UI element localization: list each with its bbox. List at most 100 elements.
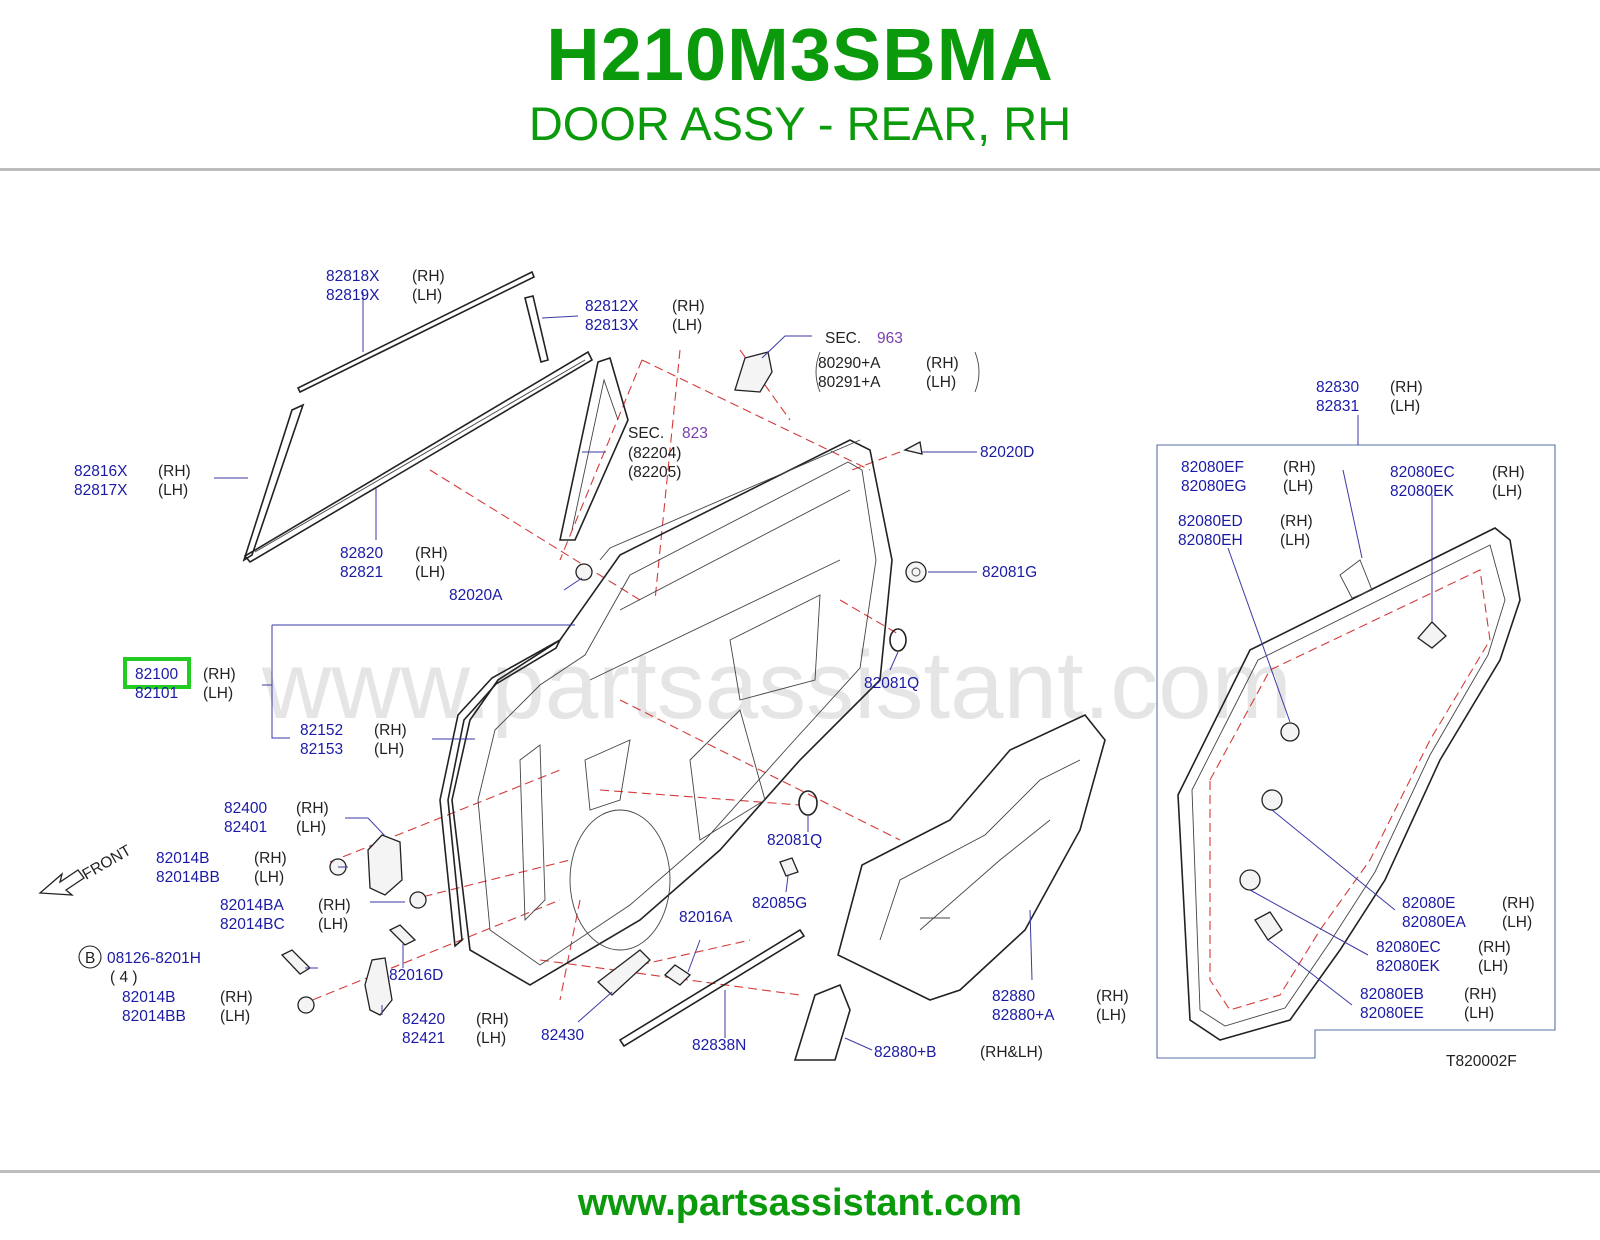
svg-text:82014B: 82014B <box>156 850 209 867</box>
svg-text:B: B <box>85 950 95 967</box>
label-82020a[interactable]: 82020A <box>449 587 503 604</box>
clip-82020d <box>903 441 923 455</box>
label-82016d[interactable]: 82016D <box>389 967 443 984</box>
svg-text:82080EE: 82080EE <box>1360 1005 1424 1022</box>
svg-text:82080EA: 82080EA <box>1402 914 1466 931</box>
door-edge-seal <box>439 638 562 948</box>
svg-text:FRONT: FRONT <box>80 842 135 884</box>
svg-text:82420: 82420 <box>402 1011 445 1028</box>
label-82081q-upper[interactable]: 82081Q <box>864 675 919 692</box>
bolt-08126 <box>280 949 312 975</box>
callout-82014b-lower[interactable]: 82014B(RH) 82014BB(LH) <box>122 989 253 1025</box>
svg-text:(RH): (RH) <box>318 897 351 914</box>
callout-82014b-upper[interactable]: 82014B(RH) 82014BB(LH) <box>156 850 287 886</box>
svg-text:(LH): (LH) <box>203 685 233 702</box>
callout-82818x[interactable]: 82818X(RH) 82819X(LH) <box>326 268 445 304</box>
svg-text:82014BA: 82014BA <box>220 897 284 914</box>
label-82880b[interactable]: 82880+B <box>874 1044 937 1061</box>
svg-text:(RH): (RH) <box>415 545 448 562</box>
highlight-box <box>123 657 191 689</box>
label-82020d[interactable]: 82020D <box>980 444 1034 461</box>
label-82081g[interactable]: 82081G <box>982 564 1037 581</box>
callout-82080ec-upper[interactable]: 82080EC(RH) 82080EK(LH) <box>1390 464 1525 500</box>
svg-text:(RH): (RH) <box>926 355 959 372</box>
leader-lines <box>214 292 1433 1051</box>
svg-text:82014BB: 82014BB <box>122 1008 186 1025</box>
callout-82080ed[interactable]: 82080ED(RH) 82080EH(LH) <box>1178 513 1313 549</box>
callout-sec-823[interactable]: SEC. 823 (82204) (82205) <box>628 425 708 481</box>
callout-82830[interactable]: 82830(RH) 82831(LH) <box>1316 379 1423 415</box>
sill-moulding <box>618 928 806 1048</box>
svg-text:(LH): (LH) <box>412 287 442 304</box>
grommet-82081g <box>905 561 927 583</box>
corner-trim <box>242 403 305 562</box>
screw-82020a <box>575 563 593 581</box>
footer-url[interactable]: www.partsassistant.com <box>577 1182 1023 1224</box>
svg-text:(LH): (LH) <box>1464 1005 1494 1022</box>
callout-82014ba[interactable]: 82014BA(RH) 82014BC(LH) <box>220 897 351 933</box>
svg-text:82880: 82880 <box>992 988 1035 1005</box>
callout-82080e[interactable]: 82080E(RH) 82080EA(LH) <box>1402 895 1535 931</box>
svg-text:82153: 82153 <box>300 741 343 758</box>
svg-text:82830: 82830 <box>1316 379 1359 396</box>
label-82430[interactable]: 82430 <box>541 1027 584 1044</box>
svg-text:80291+A: 80291+A <box>818 374 881 391</box>
bumper-82085g <box>779 857 799 877</box>
nut-82014b-lower <box>297 996 315 1014</box>
svg-text:(RH): (RH) <box>476 1011 509 1028</box>
model-code: H210M3SBMA <box>546 13 1054 96</box>
svg-text:(LH): (LH) <box>1502 914 1532 931</box>
plug-82081q-lower <box>798 790 818 816</box>
svg-text:82080EC: 82080EC <box>1376 939 1441 956</box>
header-divider <box>0 168 1600 171</box>
svg-text:(LH): (LH) <box>415 564 445 581</box>
corner-sheet <box>793 983 851 1061</box>
svg-text:82080EK: 82080EK <box>1376 958 1440 975</box>
svg-text:80290+A: 80290+A <box>818 355 881 372</box>
callout-82400[interactable]: 82400(RH) 82401(LH) <box>224 800 329 836</box>
svg-text:82819X: 82819X <box>326 287 380 304</box>
svg-text:82100: 82100 <box>135 666 178 683</box>
watermark: www.partsassistant.com <box>261 632 1292 739</box>
label-82016a[interactable]: 82016A <box>679 909 733 926</box>
svg-text:(82205): (82205) <box>628 464 681 481</box>
svg-text:82080EH: 82080EH <box>1178 532 1243 549</box>
callout-82820[interactable]: 82820(RH) 82821(LH) <box>340 545 448 581</box>
callout-82420[interactable]: 82420(RH) 82421(LH) <box>402 1011 509 1047</box>
callout-82080ec-lower[interactable]: 82080EC(RH) 82080EK(LH) <box>1376 939 1511 975</box>
svg-text:(LH): (LH) <box>476 1030 506 1047</box>
svg-text:(RH): (RH) <box>203 666 236 683</box>
callout-82152[interactable]: 82152(RH) 82153(LH) <box>300 722 407 758</box>
svg-text:(RH): (RH) <box>254 850 287 867</box>
label-82081q-lower[interactable]: 82081Q <box>767 832 822 849</box>
label-82838n[interactable]: 82838N <box>692 1037 746 1054</box>
svg-text:(RH): (RH) <box>1096 988 1129 1005</box>
svg-text:82080EG: 82080EG <box>1181 478 1247 495</box>
svg-text:(LH): (LH) <box>1280 532 1310 549</box>
header: H210M3SBMA DOOR ASSY - REAR, RH <box>0 0 1600 168</box>
svg-text:82080EC: 82080EC <box>1390 464 1455 481</box>
callout-82100[interactable]: 82100(RH) 82101(LH) <box>135 666 236 702</box>
lower-hinge <box>364 957 393 1016</box>
svg-text:82813X: 82813X <box>585 317 639 334</box>
callout-82812x[interactable]: 82812X(RH) 82813X(LH) <box>585 298 705 334</box>
weatherstrip <box>1177 527 1521 1041</box>
label-82085g[interactable]: 82085G <box>752 895 807 912</box>
callout-sec-963[interactable]: SEC. 963 80290+A(RH) 80291+A(LH) <box>815 330 980 393</box>
b-badge-icon <box>78 945 102 969</box>
svg-text:(LH): (LH) <box>318 916 348 933</box>
svg-text:(RH): (RH) <box>1283 459 1316 476</box>
mirror-bracket <box>734 351 773 393</box>
svg-text:82080E: 82080E <box>1402 895 1455 912</box>
callout-82816x[interactable]: 82816X(RH) 82817X(LH) <box>74 463 191 499</box>
callout-08126-8201h[interactable]: B 08126-8201H ( 4 ) <box>78 945 201 986</box>
svg-text:SEC.: SEC. <box>825 330 861 347</box>
callout-82080eb[interactable]: 82080EB(RH) 82080EE(LH) <box>1360 986 1497 1022</box>
callout-82080ef[interactable]: 82080EF(RH) 82080EG(LH) <box>1181 459 1316 495</box>
svg-text:(LH): (LH) <box>374 741 404 758</box>
svg-text:82816X: 82816X <box>74 463 128 480</box>
svg-text:(LH): (LH) <box>158 482 188 499</box>
svg-text:82820: 82820 <box>340 545 383 562</box>
callout-82880[interactable]: 82880(RH) 82880+A(LH) <box>992 988 1129 1024</box>
svg-text:(LH): (LH) <box>926 374 956 391</box>
